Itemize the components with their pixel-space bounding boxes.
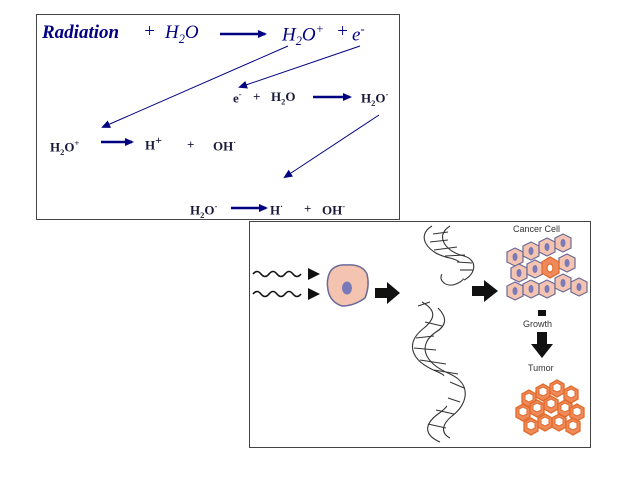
normal-cell-icon [326,264,369,307]
growth-arrow-icon [531,332,553,358]
cancer-development-panel: Cancer Cell Growth Tumor [249,221,591,448]
cancer-cell-cluster-icon [506,233,588,301]
process-arrow-icon [375,282,400,304]
equation-arrows [101,30,380,212]
plus-sign: + [143,21,156,42]
cancer-cell-label: Cancer Cell [513,224,561,234]
radiation-term: Radiation [42,22,120,43]
process-arrow-icon [472,280,498,302]
pathway-arrow-electron [238,45,361,89]
plus-sign: + [336,21,349,42]
water-term: H2O [165,22,199,46]
hydroxyl-radical-term: OH· [213,137,237,154]
plus-sign: + [253,89,261,104]
hydroxide-ion-term: OH- [322,201,346,218]
cancer-development-illustration [252,225,588,443]
electron-term: e- [233,89,242,106]
pathway-arrow-h2o-minus [283,114,380,179]
radiation-wave-icon [252,270,302,298]
water-term: H2O [271,89,296,107]
plus-sign: + [187,137,195,152]
plus-sign: + [304,201,312,216]
dna-helix-icon [423,225,475,286]
water-cation-term: H2O+ [282,22,324,49]
water-anion-term: H2O- [361,89,389,108]
radiolysis-equations-panel: Radiation + H2O H2O+ + e- e- + H2O H2O- … [36,14,400,220]
radiation-wave-arrowhead [308,288,320,300]
hydrogen-ion-term: H+ [145,133,162,153]
dna-helix-icon [412,301,466,443]
tumor-icon [515,379,585,436]
electron-term: e- [352,22,365,46]
growth-connector [538,310,546,316]
pathway-arrow-h2o-plus [101,45,289,128]
radiation-wave-arrowhead [308,268,320,280]
hydrogen-radical-term: H· [270,201,283,218]
growth-label: Growth [523,319,553,329]
water-cation-term: H2O+ [50,138,80,157]
tumor-label: Tumor [528,363,554,373]
water-anion-term: H2O- [190,201,218,220]
